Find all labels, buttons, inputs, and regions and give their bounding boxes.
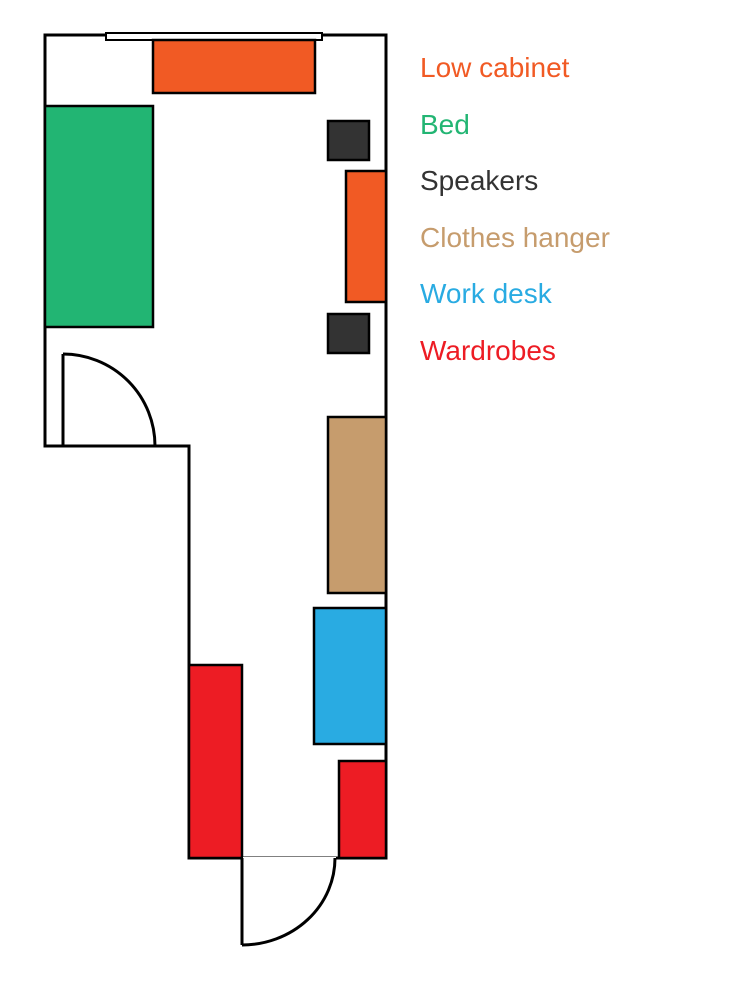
speaker-bottom <box>326 312 371 355</box>
speaker-top <box>326 119 371 162</box>
wardrobe-right <box>337 759 388 860</box>
entrance-door <box>240 857 337 947</box>
bed <box>43 104 155 329</box>
work-desk <box>312 606 388 746</box>
legend-item-low-cabinet: Low cabinet <box>420 52 570 83</box>
legend: Low cabinet Bed Speakers Clothes hanger … <box>420 40 610 379</box>
legend-item-bed: Bed <box>420 108 470 140</box>
legend-item-speakers: Speakers <box>420 165 539 196</box>
legend-item-work-desk: Work desk <box>420 278 552 309</box>
low-cabinet <box>151 38 317 95</box>
wardrobe-left <box>187 663 244 860</box>
inner-door <box>61 352 157 447</box>
low-cabinet-side <box>344 169 388 304</box>
clothes-hanger <box>326 415 388 595</box>
legend-item-clothes-hanger: Clothes hanger <box>420 221 610 253</box>
legend-item-wardrobes: Wardrobes <box>420 334 556 366</box>
